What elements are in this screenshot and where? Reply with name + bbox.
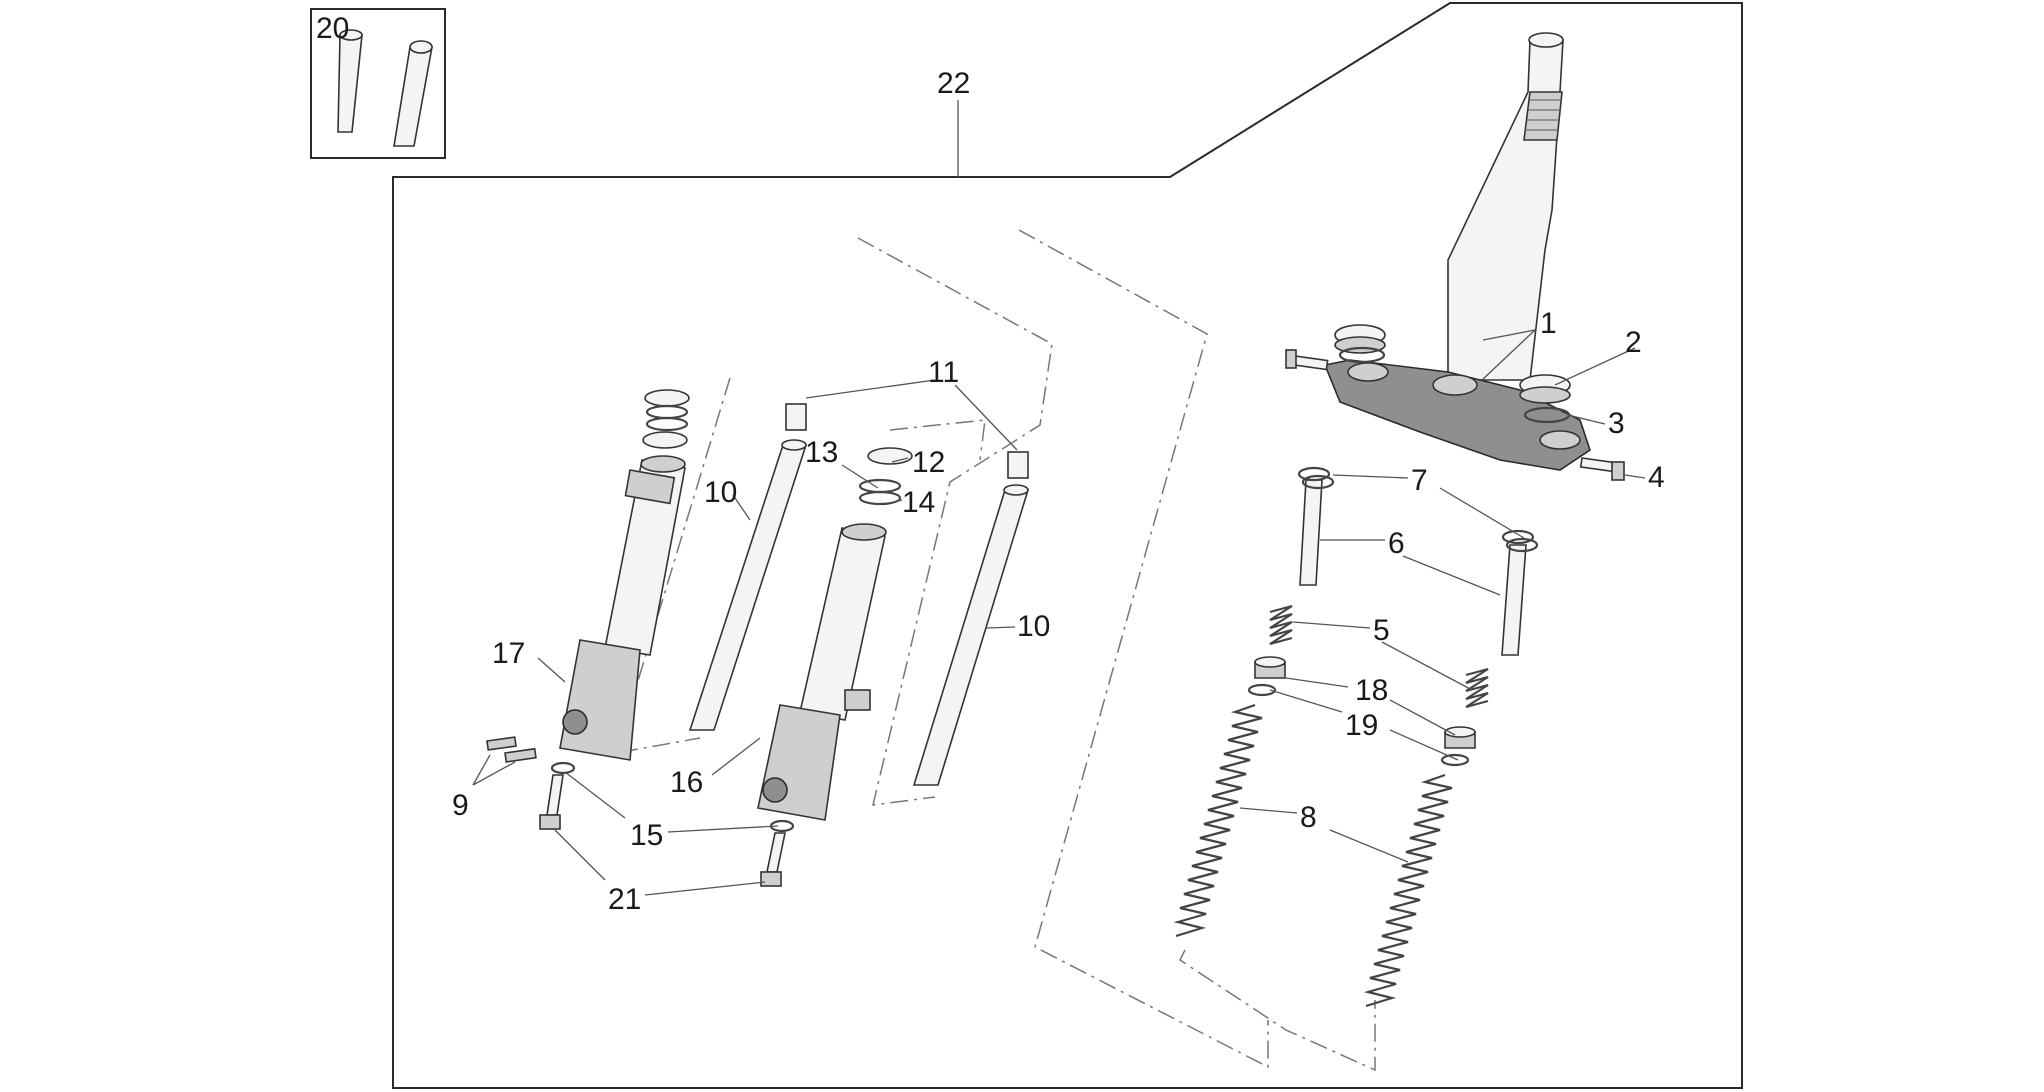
triple-clamp (1323, 359, 1591, 471)
label-part-5: 5 (1373, 614, 1390, 647)
label-part-10-right: 10 (1017, 610, 1050, 643)
label-part-20: 20 (316, 12, 349, 45)
label-part-2: 2 (1625, 326, 1642, 359)
label-part-12: 12 (912, 446, 945, 479)
part-11-tube-caps (785, 403, 1029, 479)
dashdot-region-right (1018, 229, 1269, 1069)
label-part-6: 6 (1388, 527, 1405, 560)
label-part-17: 17 (492, 637, 525, 670)
part-21-bolts (539, 774, 786, 887)
part-16-right-slider (757, 523, 887, 821)
label-part-16: 16 (670, 766, 703, 799)
label-part-11: 11 (928, 356, 959, 389)
label-part-1: 1 (1540, 307, 1557, 340)
label-part-3: 3 (1608, 407, 1625, 440)
leader-lines (472, 100, 1646, 896)
label-part-22: 22 (937, 67, 970, 100)
label-part-21: 21 (608, 883, 641, 916)
part-9-bolts (486, 736, 537, 763)
part-6-rods (1299, 479, 1527, 656)
label-part-14: 14 (902, 486, 935, 519)
label-part-18: 18 (1355, 674, 1388, 707)
label-part-19: 19 (1345, 709, 1378, 742)
part-8-fork-springs (1173, 703, 1453, 1008)
dashdot-region-right-lower (1179, 949, 1376, 1072)
part-5-small-springs (1269, 604, 1489, 709)
label-part-7: 7 (1411, 464, 1428, 497)
dashdot-region-center (857, 237, 1053, 806)
label-part-4: 4 (1648, 461, 1665, 494)
left-slider-seals (642, 389, 690, 449)
part-18-spring-caps (1254, 656, 1476, 749)
part-20-bushings (337, 29, 433, 147)
part-4-bolts (1285, 349, 1625, 481)
part-7-circlips (1297, 466, 1539, 553)
part-10-fork-tubes (688, 439, 1030, 786)
label-part-8: 8 (1300, 801, 1317, 834)
assembly-frame-22 (392, 1, 1743, 1089)
part-19-o-rings (1247, 683, 1470, 767)
label-part-10-left: 10 (704, 476, 737, 509)
part-1-steering-stem (1447, 32, 1564, 381)
label-part-15: 15 (630, 819, 663, 852)
label-part-9: 9 (452, 789, 469, 822)
part-17-left-slider (559, 455, 686, 761)
kit-box-20 (310, 8, 446, 159)
label-part-13: 13 (805, 436, 838, 469)
